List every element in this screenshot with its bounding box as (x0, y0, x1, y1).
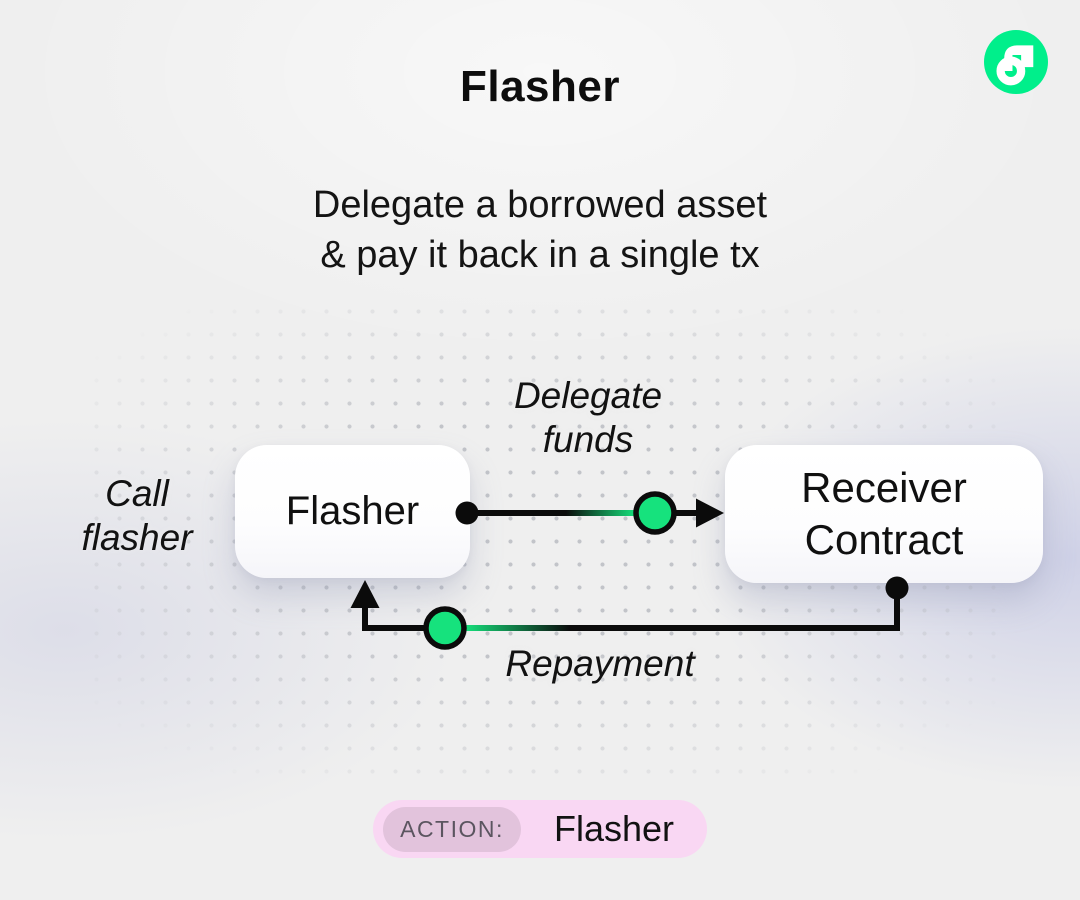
label-delegate-funds: Delegate funds (513, 375, 663, 460)
subtitle: Delegate a borrowed asset & pay it back … (312, 184, 768, 276)
action-value: Flasher (553, 808, 675, 849)
label-call-flasher: Call flasher (81, 473, 193, 558)
action-badge: ACTION: Flasher (373, 800, 707, 858)
page-title: Flasher (459, 62, 620, 111)
node-flasher-label: Flasher (285, 489, 420, 533)
action-label-chip: ACTION: (383, 806, 521, 852)
node-receiver-contract: Receiver Contract (725, 445, 1043, 583)
action-label: ACTION: (400, 815, 504, 842)
flow-logo-icon (984, 30, 1048, 94)
label-repayment: Repayment (505, 643, 695, 684)
node-receiver-label: Receiver Contract (801, 464, 967, 563)
node-flasher: Flasher (235, 445, 470, 578)
